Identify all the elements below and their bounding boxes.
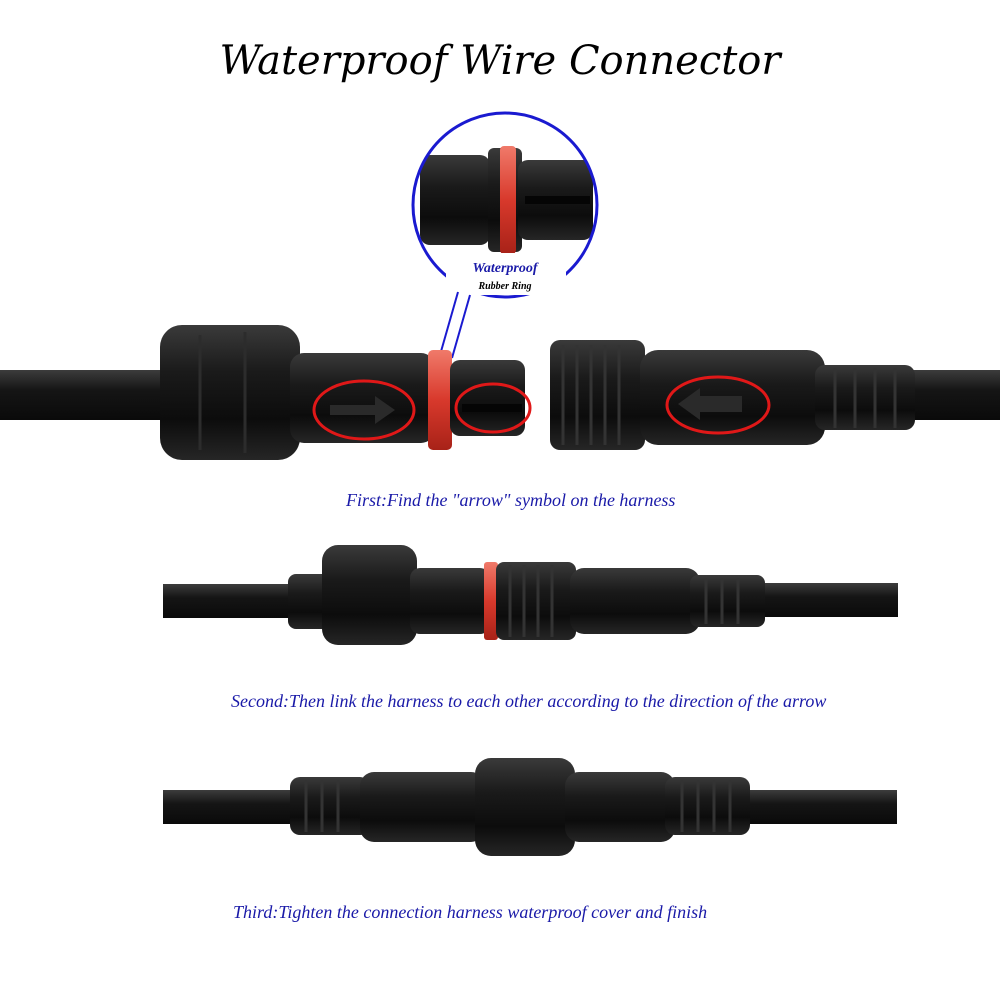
step3-cap-nut [475, 758, 575, 856]
callout-label-main: Waterproof [472, 261, 538, 276]
step1-rubber-ring [428, 350, 452, 450]
step1-arrow-symbol-left [330, 396, 395, 424]
page-title: Waterproof Wire Connector [219, 38, 781, 84]
step2-caption: Second:Then link the harness to each oth… [231, 691, 827, 711]
callout-pointer-left [439, 291, 459, 356]
step1-female-thread [550, 340, 645, 450]
step1-male-tip [450, 360, 525, 436]
step3-cable-right [745, 790, 897, 824]
step2-cable-left [163, 584, 298, 618]
step1-female-grip [815, 365, 915, 430]
step1-caption: First:Find the "arrow" symbol on the har… [346, 490, 676, 510]
zoom-circle [411, 111, 599, 299]
step2-cable-right [760, 583, 898, 617]
zoom-rubber-ring [500, 146, 516, 254]
step1-arrow-symbol-right [678, 388, 742, 420]
step1-highlight-right [665, 375, 771, 435]
callout-pointer-right [451, 294, 471, 359]
step1-cap-nut [160, 325, 300, 460]
step1-highlight-tip [454, 382, 532, 434]
callout-label-sub: Rubber Ring [477, 281, 531, 292]
step3-cable-left [163, 790, 298, 824]
step3-connector [163, 758, 897, 856]
step1-cable-left [0, 370, 175, 420]
step1-male-body [290, 353, 435, 443]
step2-connector [163, 545, 898, 645]
step1-cable-right [900, 370, 1000, 420]
step2-cap-nut [322, 545, 417, 645]
step1-connector [0, 325, 1000, 460]
step2-thread [496, 562, 576, 640]
step2-rubber-ring [484, 562, 498, 640]
step1-highlight-left [312, 379, 416, 441]
zoom-callout: Waterproof Rubber Ring [411, 111, 599, 359]
step3-caption: Third:Tighten the connection harness wat… [233, 902, 708, 922]
